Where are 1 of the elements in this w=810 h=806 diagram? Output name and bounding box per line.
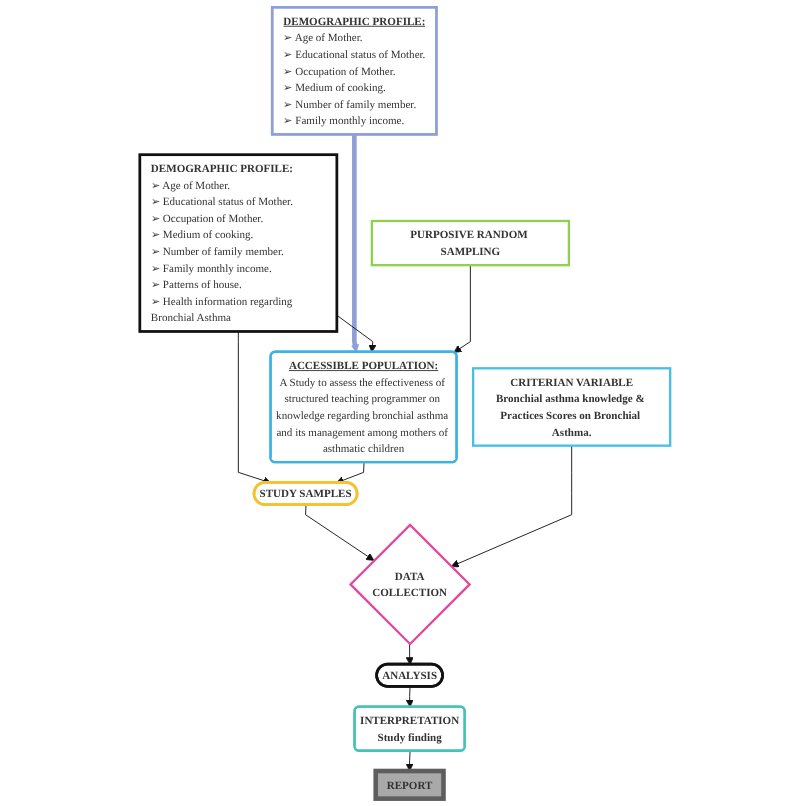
arrow — [350, 134, 359, 353]
